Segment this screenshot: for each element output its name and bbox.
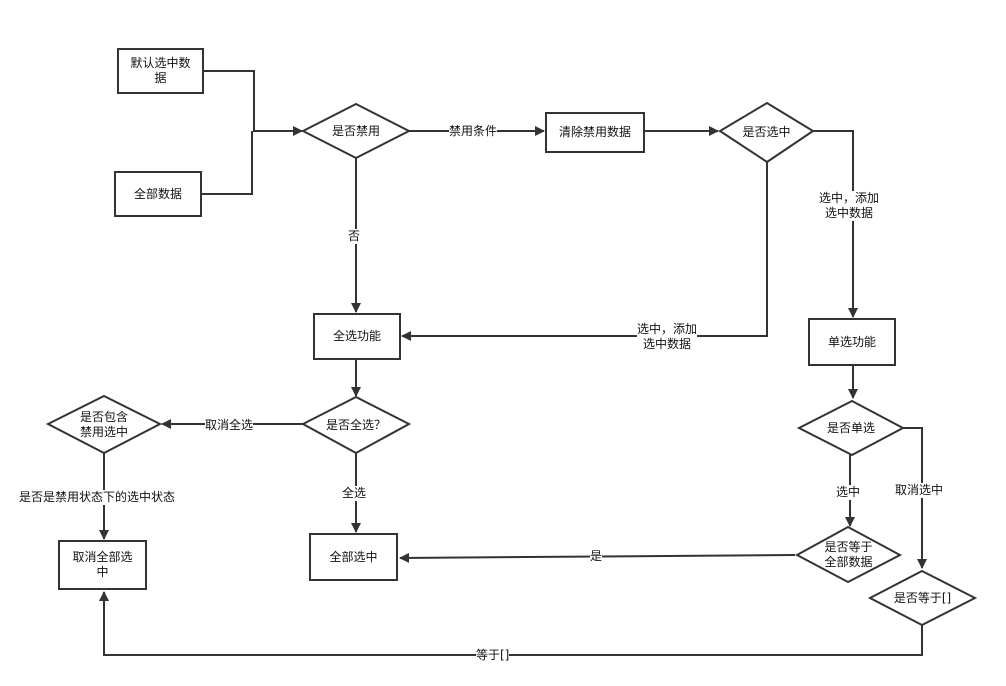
diamond-contains-disabled-text: 是否包含 禁用选中 [79, 409, 128, 439]
diamond-is-selected-text: 是否选中 [742, 125, 791, 139]
label-no: 否 [348, 229, 361, 244]
label-yes: 是 [590, 549, 603, 564]
edge-equalsempty-to-cancelall [99, 591, 923, 656]
diamond-equals-all-data-text: 是否等于 全部数据 [824, 539, 873, 569]
diamond-equals-all-data [794, 525, 903, 584]
node-default-selected: 默认选中数 据 [117, 48, 204, 94]
diamond-equals-empty [867, 569, 978, 627]
edge-issingle-to-equalsempty [903, 427, 927, 569]
label-selected-add-right: 选中，添加 选中数据 [819, 191, 880, 221]
edge-isselected-to-single [813, 130, 858, 318]
node-single-select-func: 单选功能 [808, 318, 896, 366]
label-selected-add-left: 选中，添加 选中数据 [637, 322, 698, 352]
node-clear-disabled: 清除禁用数据 [545, 112, 645, 153]
edge-alldata-to-disabled [202, 131, 253, 195]
diamond-is-select-all-text: 是否全选？ [325, 417, 386, 432]
label-cancel-select-all: 取消全选 [205, 418, 254, 433]
diamond-is-disabled [300, 102, 412, 160]
diamond-is-single-select [796, 399, 906, 457]
diamond-is-selected [718, 101, 815, 164]
diamond-is-disabled-text: 是否禁用 [331, 123, 380, 138]
label-equals-empty: 等于[] [476, 648, 510, 663]
edge-isselected-to-selectall [401, 162, 768, 341]
node-cancel-all-selected: 取消全部选 中 [58, 540, 147, 590]
diamond-equals-empty-text: 是否等于[] [893, 590, 952, 605]
label-disabled-state-question: 是否是禁用状态下的选中状态 [19, 490, 176, 505]
edge-default-to-disabled [204, 70, 303, 136]
diamond-is-single-select-text: 是否单选 [826, 420, 875, 435]
node-all-selected: 全部选中 [309, 533, 398, 581]
label-select-all: 全选 [342, 486, 367, 501]
diamond-contains-disabled [45, 394, 163, 455]
label-disable-condition: 禁用条件 [449, 124, 498, 139]
node-select-all-func: 全选功能 [313, 313, 401, 360]
label-cancel-select: 取消选中 [895, 483, 944, 498]
node-all-data: 全部数据 [114, 171, 202, 217]
label-select: 选中 [836, 485, 861, 500]
diamond-is-select-all [300, 395, 412, 455]
